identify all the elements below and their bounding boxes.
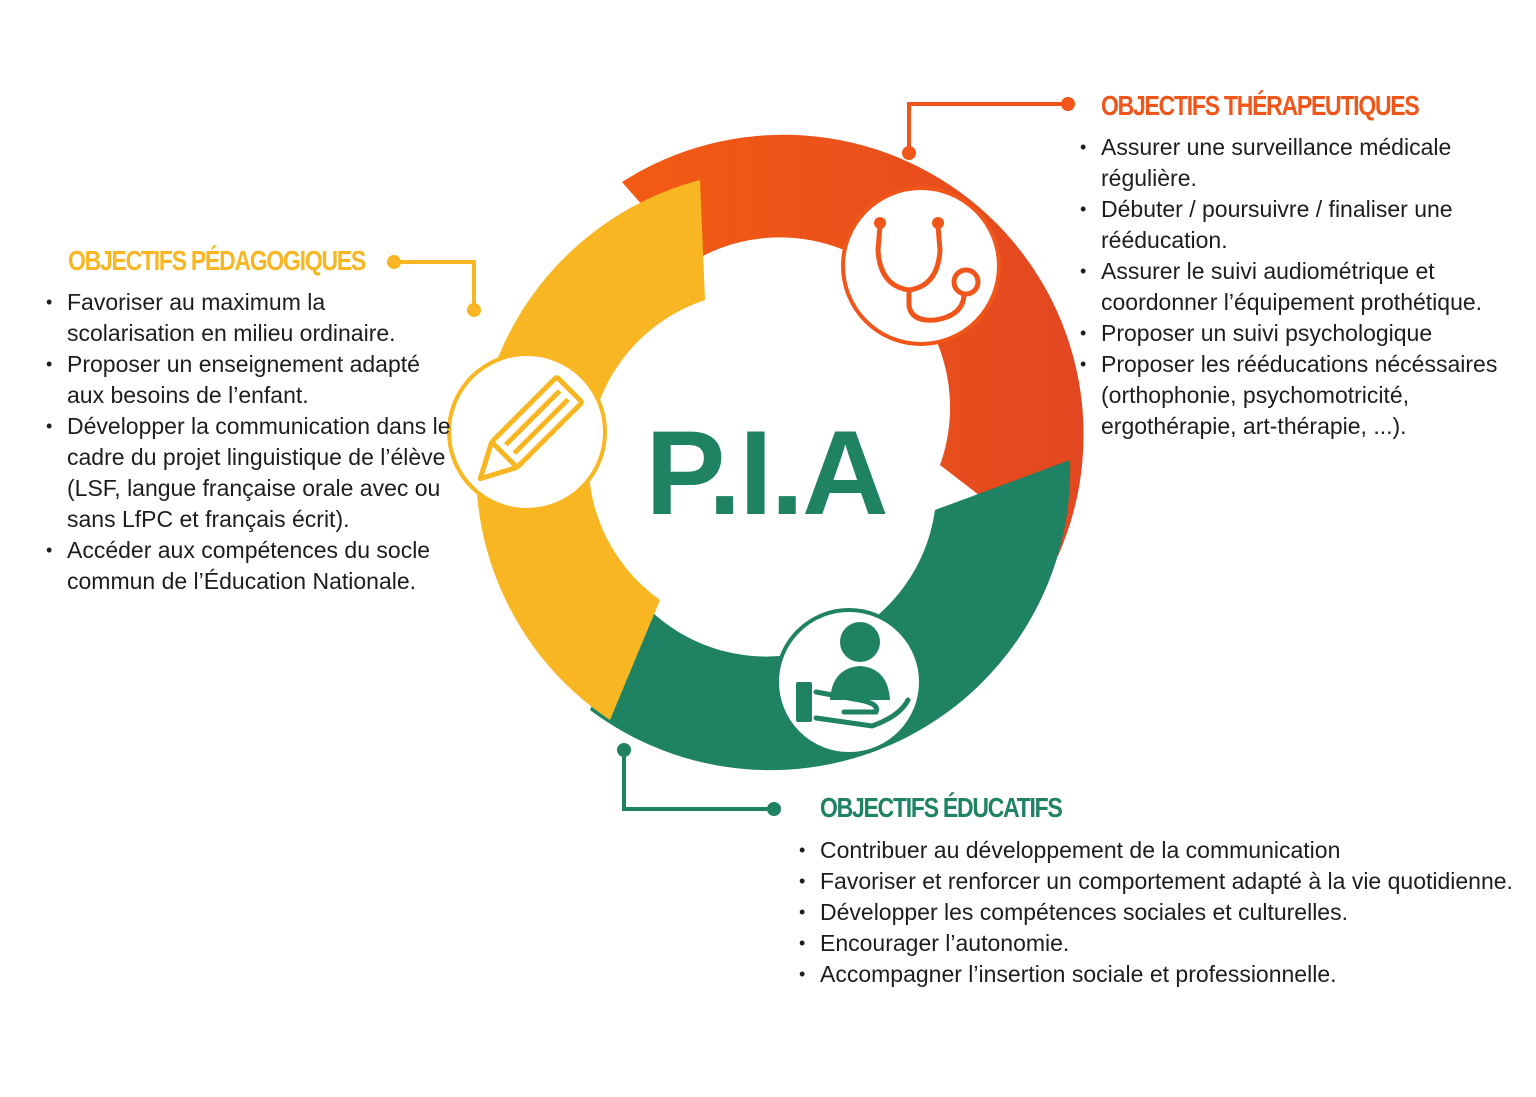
connector-therapeutic (907, 102, 1068, 153)
list-item: Développer la communication dans le cadr… (46, 411, 456, 535)
list-item: Proposer les rééducations nécéssaires (o… (1080, 349, 1500, 442)
connector-dot-therapeutic-end (1061, 97, 1075, 111)
list-item: Assurer une surveillance médicale réguli… (1080, 132, 1500, 194)
educational-heading: OBJECTIFS ÉDUCATIFS (820, 792, 1063, 823)
connector-educational (622, 750, 774, 811)
therapeutic-list: Assurer une surveillance médicale réguli… (1080, 132, 1500, 442)
pencil-icon (447, 352, 607, 512)
pedagogical-list: Favoriser au maximum la scolarisation en… (46, 287, 456, 597)
person-in-hand-icon (775, 608, 923, 756)
ring-segment-educational (590, 460, 1071, 771)
connector-dot-pedagogical-start (387, 255, 401, 269)
list-item: Contribuer au développement de la commun… (799, 835, 1519, 866)
list-item: Encourager l’autonomie. (799, 928, 1519, 959)
educational-list: Contribuer au développement de la commun… (799, 835, 1519, 990)
list-item: Accéder aux compétences du socle commun … (46, 535, 456, 597)
stethoscope-icon (841, 186, 1001, 346)
list-item: Favoriser au maximum la scolarisation en… (46, 287, 456, 349)
list-item: Débuter / poursuivre / finaliser une réé… (1080, 194, 1500, 256)
list-item: Développer les compétences sociales et c… (799, 897, 1519, 928)
pedagogical-heading: OBJECTIFS PÉDAGOGIQUES (68, 245, 366, 276)
connector-pedagogical (394, 260, 476, 310)
list-item: Favoriser et renforcer un comportement a… (799, 866, 1519, 897)
ring-segment-pedagogical (476, 180, 705, 720)
connector-dot-educational-end (767, 802, 781, 816)
list-item: Proposer un enseignement adapté aux beso… (46, 349, 456, 411)
ring-hole (602, 298, 938, 634)
connector-dot-therapeutic (902, 146, 916, 160)
center-label: P.I.A (645, 406, 886, 540)
therapeutic-heading: OBJECTIFS THÉRAPEUTIQUES (1101, 90, 1420, 121)
list-item: Proposer un suivi psychologique (1080, 318, 1500, 349)
connector-dot-educational (617, 743, 631, 757)
connector-dot-pedagogical (467, 303, 481, 317)
list-item: Assurer le suivi audiométrique et coordo… (1080, 256, 1500, 318)
list-item: Accompagner l’insertion sociale et profe… (799, 959, 1519, 990)
